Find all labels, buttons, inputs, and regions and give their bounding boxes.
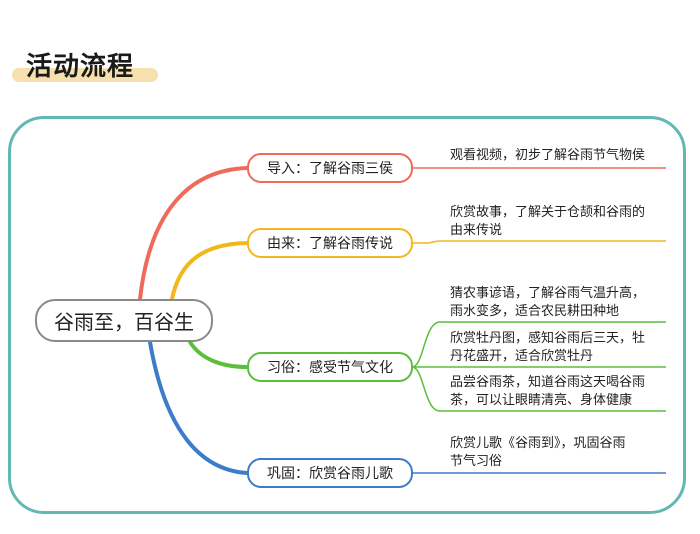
- connector-center-to-review: [148, 340, 249, 475]
- leaf-line: 节气习俗: [450, 454, 503, 469]
- connector-origin-leaf-1: [412, 240, 666, 244]
- section-title-text: 活动流程: [26, 52, 135, 82]
- center-node: 谷雨至，百谷生: [35, 299, 213, 342]
- leaf-line: 欣赏故事，了解关于仓颉和谷雨的: [450, 205, 646, 220]
- connector-custom-leaf-3: [411, 366, 666, 412]
- leaf-intro-1: 观看视频，初步了解谷雨节气物侯: [450, 147, 645, 165]
- leaf-custom-1: 猜农事谚语，了解谷雨气温升高， 雨水变多，适合农民耕田种地: [450, 285, 645, 321]
- branch-origin: 由来：了解谷雨传说: [247, 228, 413, 258]
- branch-review: 巩固：欣赏谷雨儿歌: [247, 458, 413, 488]
- leaf-line: 茶，可以让眼睛清亮、身体健康: [450, 393, 633, 408]
- leaf-line: 欣赏牡丹图，感知谷雨后三天，牡: [450, 331, 646, 346]
- branch-custom: 习俗：感受节气文化: [247, 352, 413, 382]
- leaf-line: 由来传说: [450, 223, 503, 238]
- leaf-line: 雨水变多，适合农民耕田种地: [450, 304, 620, 319]
- leaf-review-1: 欣赏儿歌《谷雨到》，巩固谷雨 节气习俗: [450, 435, 626, 471]
- section-title: 活动流程: [12, 42, 162, 86]
- title-highlight: [12, 68, 158, 82]
- connector-custom-leaf-1: [411, 321, 666, 368]
- connector-center-to-intro: [138, 166, 249, 301]
- leaf-custom-2: 欣赏牡丹图，感知谷雨后三天，牡 丹花盛开，适合欣赏牡丹: [450, 330, 645, 366]
- leaf-line: 观看视频，初步了解谷雨节气物侯: [450, 148, 646, 163]
- leaf-line: 猜农事谚语，了解谷雨气温升高，: [450, 286, 646, 301]
- connector-center-to-origin: [170, 241, 249, 301]
- leaf-origin-1: 欣赏故事，了解关于仓颉和谷雨的 由来传说: [450, 204, 645, 240]
- leaf-line: 品尝谷雨茶，知道谷雨这天喝谷雨: [450, 375, 646, 390]
- branch-intro: 导入：了解谷雨三侯: [247, 153, 413, 183]
- connector-center-to-custom: [188, 340, 249, 369]
- leaf-custom-3: 品尝谷雨茶，知道谷雨这天喝谷雨 茶，可以让眼睛清亮、身体健康: [450, 374, 645, 410]
- leaf-line: 丹花盛开，适合欣赏牡丹: [450, 349, 594, 364]
- leaf-line: 欣赏儿歌《谷雨到》，巩固谷雨: [450, 436, 626, 451]
